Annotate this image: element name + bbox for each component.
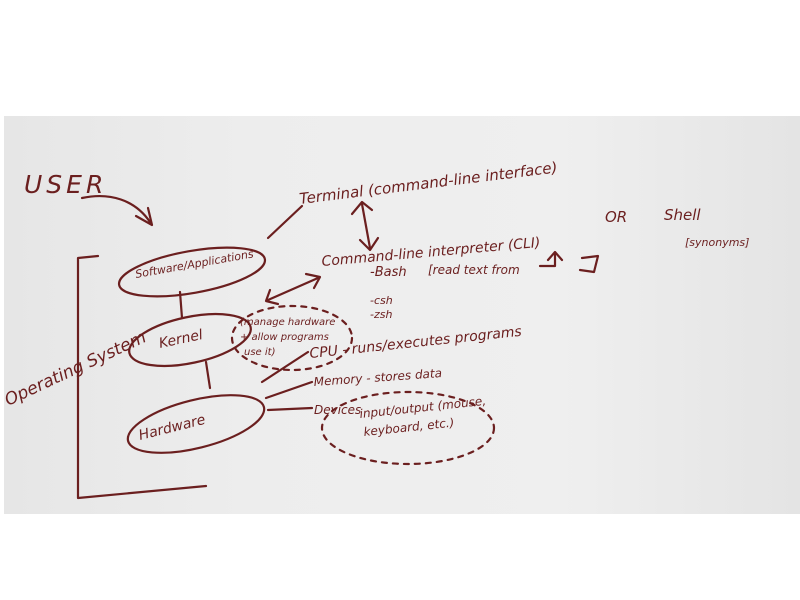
os-label: Operating System: [2, 327, 150, 410]
hardware-layer-ellipse: [126, 394, 266, 454]
devices-note-line: input/output (mouse,: [359, 394, 487, 421]
layer-connector: [178, 290, 212, 390]
memory-label: Memory - stores data: [313, 366, 442, 389]
kernel-note-line: use it): [244, 347, 275, 358]
hardware-devices-line: [266, 406, 314, 412]
kernel-layer-ellipse: [128, 312, 252, 368]
devices-label: Devices: [314, 403, 361, 417]
terminal-label: Terminal (command-line interface): [298, 158, 558, 208]
os-bracket: [76, 254, 208, 500]
bash-note: [read text from: [428, 263, 520, 277]
user-label: USER: [24, 170, 107, 199]
kernel-notes-cloud: [230, 304, 354, 372]
software-layer-ellipse: [117, 246, 267, 298]
kernel-layer-label: Kernel: [158, 327, 205, 352]
cpu-label: CPU - runs/executes programs: [309, 324, 523, 362]
whiteboard: [4, 116, 800, 514]
software-layer-label: Software/Applications: [134, 247, 255, 281]
devices-note-cloud: [320, 390, 496, 466]
kernel-cli-arrowheads: [264, 272, 322, 306]
kernel-cli-arrow: [266, 276, 320, 302]
terminal-cli-arrow: [360, 202, 372, 250]
software-terminal-line: [266, 204, 304, 240]
shell-label: Shell: [664, 206, 701, 224]
user-arrowhead: [134, 206, 154, 227]
zsh-label: -zsh: [370, 308, 392, 321]
shell-note: [synonyms]: [685, 236, 749, 249]
bash-note-arrow: [538, 250, 600, 274]
terminal-cli-arrowheads: [350, 200, 380, 252]
kernel-note-line: + allow programs: [240, 332, 329, 343]
bash-label: -Bash: [370, 265, 407, 280]
csh-label: -csh: [370, 294, 393, 307]
hardware-cpu-line: [260, 350, 310, 384]
hardware-memory-line: [264, 380, 314, 400]
or-label: OR: [605, 208, 627, 226]
kernel-note-line: (manage hardware: [240, 317, 335, 328]
user-arrow: [80, 194, 152, 224]
